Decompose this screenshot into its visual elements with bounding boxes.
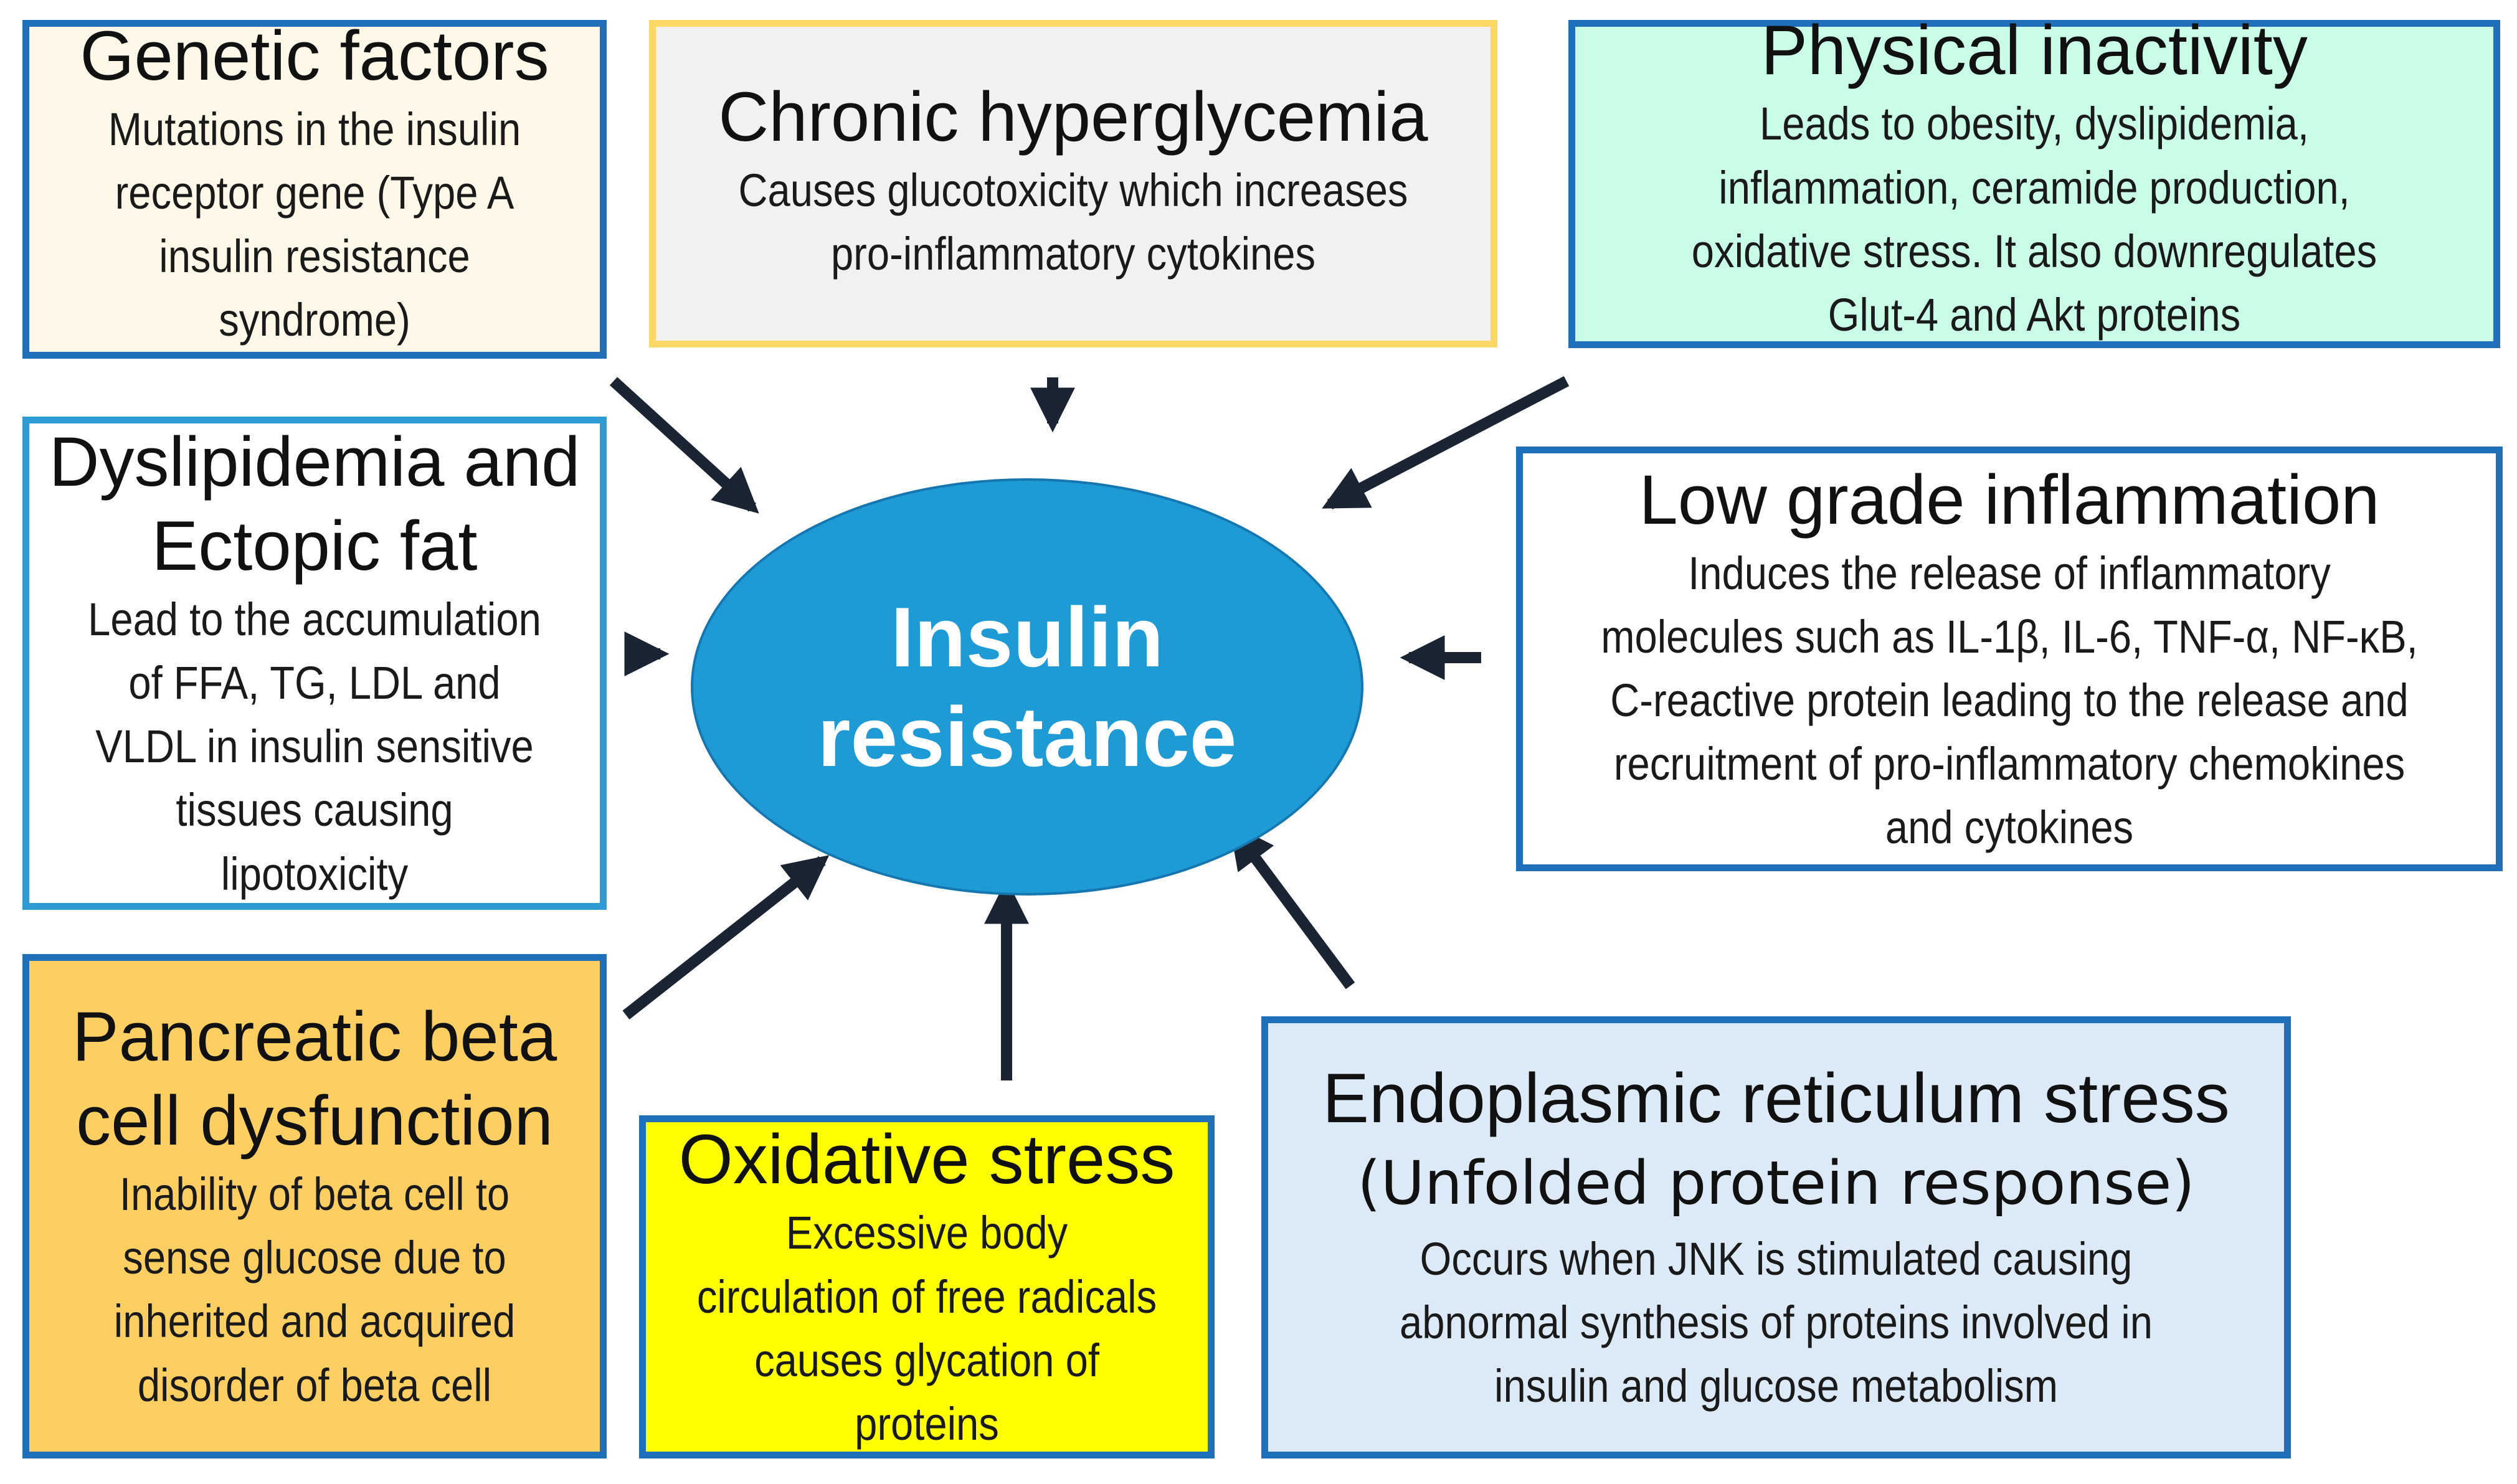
- low-grade-inflammation-title: Low grade inflammation: [1639, 460, 2380, 539]
- low-grade-inflammation-box: Low grade inflammation Induces the relea…: [1516, 447, 2503, 871]
- physical-inactivity-box: Physical inactivity Leads to obesity, dy…: [1568, 11, 2500, 348]
- oxidative-stress-box: Oxidative stress Excessive body circulat…: [639, 1115, 1215, 1458]
- er-stress-title: Endoplasmic reticulum stress: [1322, 1059, 2230, 1138]
- arrow-pancreatic-to-center: [622, 855, 830, 1020]
- er-stress-subtitle: (Unfolded protein response): [1357, 1148, 2195, 1219]
- insulin-resistance-label: Insulin resistance: [817, 589, 1237, 784]
- chronic-hyperglycemia-box: Chronic hyperglycemia Causes glucotoxici…: [649, 20, 1497, 347]
- pancreatic-dysfunction-description: Inability of beta cell to sense glucose …: [113, 1168, 516, 1411]
- physical-inactivity-title: Physical inactivity: [1761, 11, 2308, 90]
- physical-inactivity-description: Leads to obesity, dyslipidemia, inflamma…: [1691, 98, 2377, 341]
- chronic-hyperglycemia-title: Chronic hyperglycemia: [718, 77, 1428, 156]
- er-stress-box: Endoplasmic reticulum stress (Unfolded p…: [1261, 1016, 2291, 1458]
- arrow-inactivity-to-center: [1322, 376, 1570, 509]
- pancreatic-dysfunction-box: Pancreatic beta cell dysfunction Inabili…: [22, 954, 607, 1458]
- insulin-resistance-node: Insulin resistance: [691, 478, 1363, 896]
- arrow-genetic-to-center: [609, 377, 759, 514]
- dyslipidemia-box: Dyslipidemia and Ectopic fat Lead to the…: [22, 417, 607, 910]
- genetic-factors-box: Genetic factors Mutations in the insulin…: [22, 17, 607, 359]
- dyslipidemia-title: Dyslipidemia and Ectopic fat: [49, 423, 581, 585]
- genetic-factors-title: Genetic factors: [80, 16, 549, 95]
- oxidative-stress-description: Excessive body circulation of free radic…: [696, 1207, 1157, 1450]
- chronic-hyperglycemia-description: Causes glucotoxicity which increases pro…: [738, 164, 1408, 280]
- pancreatic-dysfunction-title: Pancreatic beta cell dysfunction: [72, 998, 557, 1160]
- oxidative-stress-title: Oxidative stress: [678, 1120, 1175, 1199]
- dyslipidemia-description: Lead to the accumulation of FFA, TG, LDL…: [88, 593, 541, 900]
- arrow-er-to-center: [1229, 823, 1355, 990]
- low-grade-inflammation-description: Induces the release of inflammatory mole…: [1601, 547, 2418, 854]
- genetic-factors-description: Mutations in the insulin receptor gene (…: [108, 103, 521, 346]
- er-stress-description: Occurs when JNK is stimulated causing ab…: [1400, 1232, 2153, 1412]
